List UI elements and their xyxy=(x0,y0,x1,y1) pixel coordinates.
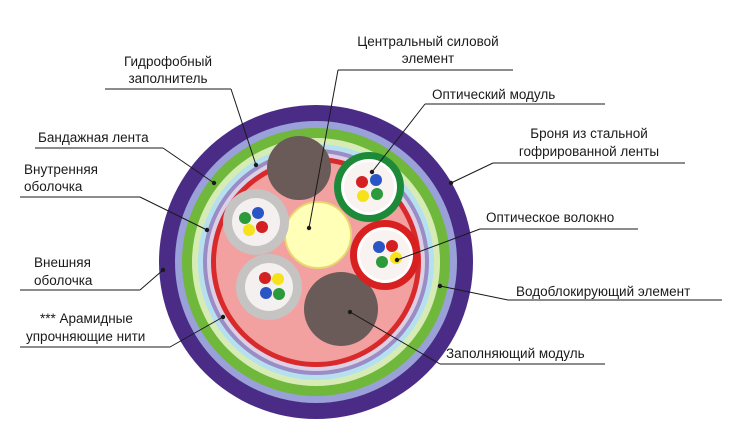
label-outer-sheath-line2: оболочка xyxy=(34,273,93,288)
label-steel-armor-line2: гофрированной ленты xyxy=(519,144,659,159)
label-binding-tape: Бандажная лента xyxy=(38,130,149,145)
optical-module-green xyxy=(334,152,404,222)
fiber xyxy=(243,224,255,236)
label-steel-armor-line1: Броня из стальной xyxy=(530,126,648,141)
optical-module-grey-bottom xyxy=(236,254,302,320)
filler-module-bottom xyxy=(304,272,378,346)
label-inner-sheath-line1: Внутренняя xyxy=(24,162,98,177)
label-hydrophobic-filler-line2: заполнитель xyxy=(128,71,207,86)
fiber xyxy=(386,240,398,252)
fiber xyxy=(357,190,369,202)
central-strength-member xyxy=(284,201,352,269)
fiber xyxy=(371,188,383,200)
fiber xyxy=(260,287,272,299)
optical-module-red xyxy=(350,220,420,290)
label-filler-module: Заполняющий модуль xyxy=(446,346,585,361)
fiber xyxy=(390,252,402,264)
module-gel xyxy=(232,198,280,246)
fiber xyxy=(239,212,251,224)
label-aramid-line2: упрочняющие нити xyxy=(26,329,145,344)
label-water-blocking: Водоблокирующий элемент xyxy=(516,284,690,299)
fiber xyxy=(259,272,271,284)
optical-module-grey-left xyxy=(223,189,289,255)
fiber xyxy=(273,288,285,300)
cable-cross-section xyxy=(159,105,473,419)
label-central-member-line1: Центральный силовой xyxy=(357,34,498,49)
module-gel xyxy=(245,263,293,311)
module-gel xyxy=(344,162,394,212)
label-optical-fiber: Оптическое волокно xyxy=(486,210,614,225)
fiber xyxy=(272,273,284,285)
fiber xyxy=(376,256,388,268)
label-optical-module: Оптический модуль xyxy=(432,87,555,102)
module-gel xyxy=(360,230,410,280)
fiber xyxy=(252,207,264,219)
labels: Центральный силовой элемент Гидрофобный … xyxy=(24,34,690,361)
fiber xyxy=(356,176,368,188)
fiber xyxy=(373,241,385,253)
label-hydrophobic-filler-line1: Гидрофобный xyxy=(124,54,212,69)
fiber xyxy=(256,221,268,233)
label-aramid-line1: *** Арамидные xyxy=(40,311,133,326)
filler-module-top xyxy=(267,136,331,200)
leader-lines xyxy=(20,69,722,365)
fiber xyxy=(370,174,382,186)
label-central-member-line2: элемент xyxy=(402,51,454,66)
label-inner-sheath-line2: оболочка xyxy=(24,179,83,194)
label-outer-sheath-line1: Внешняя xyxy=(34,255,91,270)
